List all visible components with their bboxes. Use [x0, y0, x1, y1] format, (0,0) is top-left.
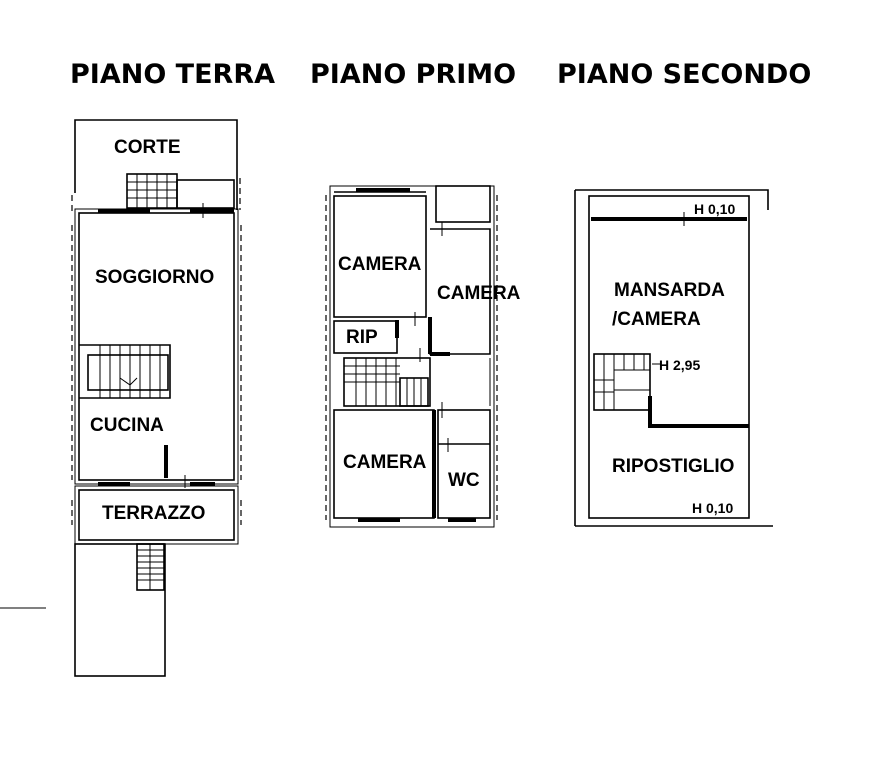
- room-corte: CORTE: [114, 137, 181, 158]
- title-piano-secondo: PIANO SECONDO: [557, 59, 811, 90]
- room-ripostiglio: RIPOSTIGLIO: [612, 456, 734, 477]
- room-camera-top-right: CAMERA: [437, 283, 521, 304]
- room-camera-top-left: CAMERA: [338, 254, 422, 275]
- room-mansarda-camera: /CAMERA: [612, 309, 701, 330]
- second-floor-stair: [593, 353, 651, 411]
- corte-stair: [126, 173, 178, 209]
- plan-piano-primo: CAMERA CAMERA RIP CAMERA WC: [325, 185, 521, 528]
- height-bottom: H 0,10: [692, 500, 733, 516]
- garden-stair: [136, 543, 165, 591]
- plan-piano-secondo: H 0,10 H 2,95 H 0,10 MANSARDA /CAMERA RI…: [574, 189, 773, 527]
- internal-stair: [79, 344, 171, 399]
- room-soggiorno: SOGGIORNO: [95, 267, 214, 288]
- title-piano-terra: PIANO TERRA: [70, 59, 275, 90]
- room-cucina: CUCINA: [90, 415, 164, 436]
- title-piano-primo: PIANO PRIMO: [310, 59, 516, 90]
- room-terrazzo: TERRAZZO: [102, 503, 205, 524]
- height-stair: H 2,95: [659, 357, 700, 373]
- room-camera-bottom: CAMERA: [343, 452, 427, 473]
- first-floor-stair: [343, 357, 431, 407]
- room-mansarda: MANSARDA: [614, 280, 725, 301]
- plan-piano-terra: CORTE SOGGIORNO CUCINA TERRAZZO: [0, 119, 242, 677]
- room-rip: RIP: [346, 327, 378, 348]
- room-wc: WC: [448, 470, 480, 491]
- height-top: H 0,10: [694, 201, 735, 217]
